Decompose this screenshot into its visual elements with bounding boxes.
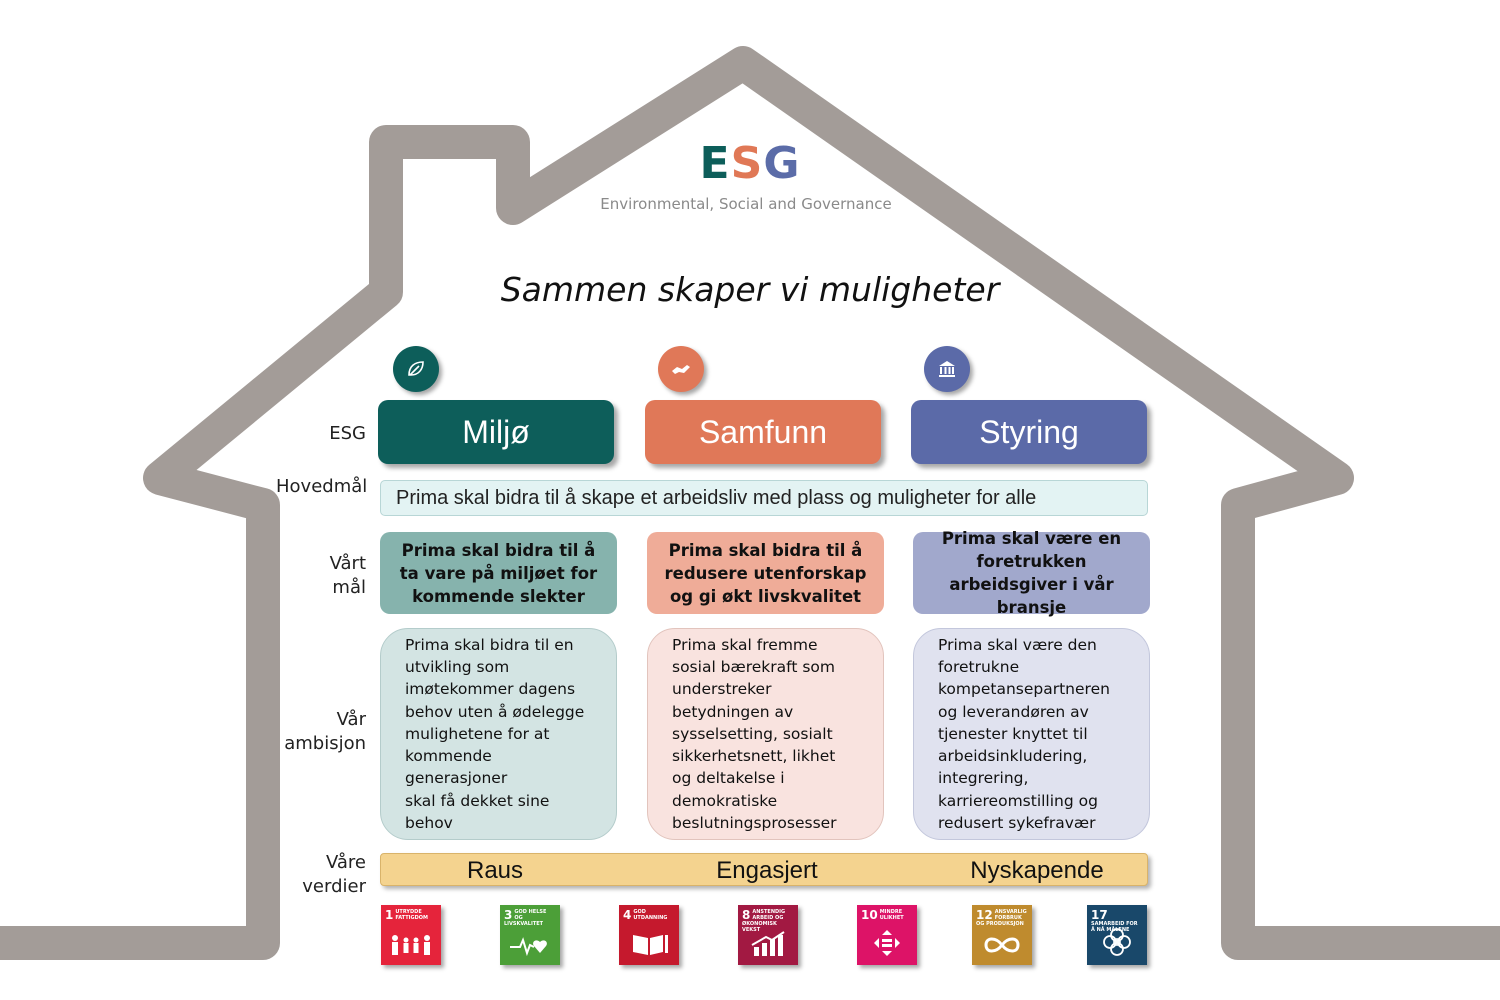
esg-logo: ESG	[600, 138, 900, 189]
goal-samfunn: Prima skal bidra til å redusere utenfors…	[647, 532, 884, 614]
pillar-header-miljo: Miljø	[378, 400, 614, 464]
heartbeat-icon	[500, 933, 560, 961]
logo-subtitle: Environmental, Social and Governance	[600, 195, 892, 213]
row-label-vart-mal: Vårt mål	[329, 553, 366, 598]
value-raus: Raus	[466, 857, 524, 884]
equality-icon	[857, 929, 917, 961]
logo-letter-e: E	[699, 138, 731, 189]
pillar-header-styring: Styring	[911, 400, 1147, 464]
sdg-tile-1: 1Utrydde fattigdom	[381, 905, 441, 965]
sdg-number: 8	[742, 908, 751, 922]
infinity-icon	[972, 933, 1032, 961]
sdg-number: 4	[623, 908, 632, 922]
sdg-label: God utdanning	[633, 909, 668, 921]
government-building-icon	[924, 346, 970, 392]
flower-rings-icon	[1087, 927, 1147, 961]
row-label-hovedmal: Hovedmål	[276, 476, 368, 497]
ambition-styring: Prima skal være den foretrukne kompetans…	[913, 628, 1150, 840]
sdg-label: Ansvarlig forbruk og produksjon	[976, 909, 1027, 927]
sdg-tile-8: 8Anstendig arbeid og økonomisk vekst	[738, 905, 798, 965]
value-nyskapende: Nyskapende	[970, 857, 1104, 884]
row-label-var-ambisjon: Vår ambisjon	[284, 709, 366, 754]
book-icon	[619, 931, 679, 961]
sdg-number: 1	[385, 908, 394, 922]
row-label-vare-verdier: Våre verdier	[302, 852, 366, 897]
sdg-label: God helse og livskvalitet	[504, 909, 547, 927]
sdg-tile-17: 17Samarbeid for å nå målene	[1087, 905, 1147, 965]
values-bar: Raus Engasjert Nyskapende	[380, 853, 1148, 886]
logo-letter-s: S	[730, 138, 764, 189]
sdg-number: 3	[504, 908, 513, 922]
handshake-icon	[658, 346, 704, 392]
value-engasjert: Engasjert	[716, 857, 818, 884]
sdg-label: Anstendig arbeid og økonomisk vekst	[742, 909, 786, 933]
ambition-miljo: Prima skal bidra til en utvikling som im…	[380, 628, 617, 840]
sdg-label: Samarbeid for å nå målene	[1091, 921, 1138, 933]
sdg-tile-3: 3God helse og livskvalitet	[500, 905, 560, 965]
leaf-icon	[393, 346, 439, 392]
sdg-number: 17	[1091, 908, 1108, 922]
pillar-header-samfunn: Samfunn	[645, 400, 881, 464]
row-label-esg: ESG	[329, 423, 366, 444]
sdg-label: Mindre ulikhet	[879, 909, 904, 921]
main-goal: Prima skal bidra til å skape et arbeidsl…	[380, 480, 1148, 516]
sdg-number: 10	[861, 908, 878, 922]
people-icon	[381, 933, 441, 961]
goal-miljo: Prima skal bidra til å ta vare på miljøe…	[380, 532, 617, 614]
growth-chart-icon	[738, 931, 798, 961]
sdg-number: 12	[976, 908, 993, 922]
goal-styring: Prima skal være en foretrukken arbeidsgi…	[913, 529, 1150, 617]
sdg-tile-10: 10Mindre ulikhet	[857, 905, 917, 965]
sdg-label: Utrydde fattigdom	[395, 909, 428, 921]
ambition-samfunn: Prima skal fremme sosial bærekraft som u…	[647, 628, 884, 840]
sdg-tile-4: 4God utdanning	[619, 905, 679, 965]
sdg-tile-12: 12Ansvarlig forbruk og produksjon	[972, 905, 1032, 965]
logo-letter-g: G	[763, 138, 801, 189]
motto: Sammen skaper vi muligheter	[500, 270, 1000, 309]
